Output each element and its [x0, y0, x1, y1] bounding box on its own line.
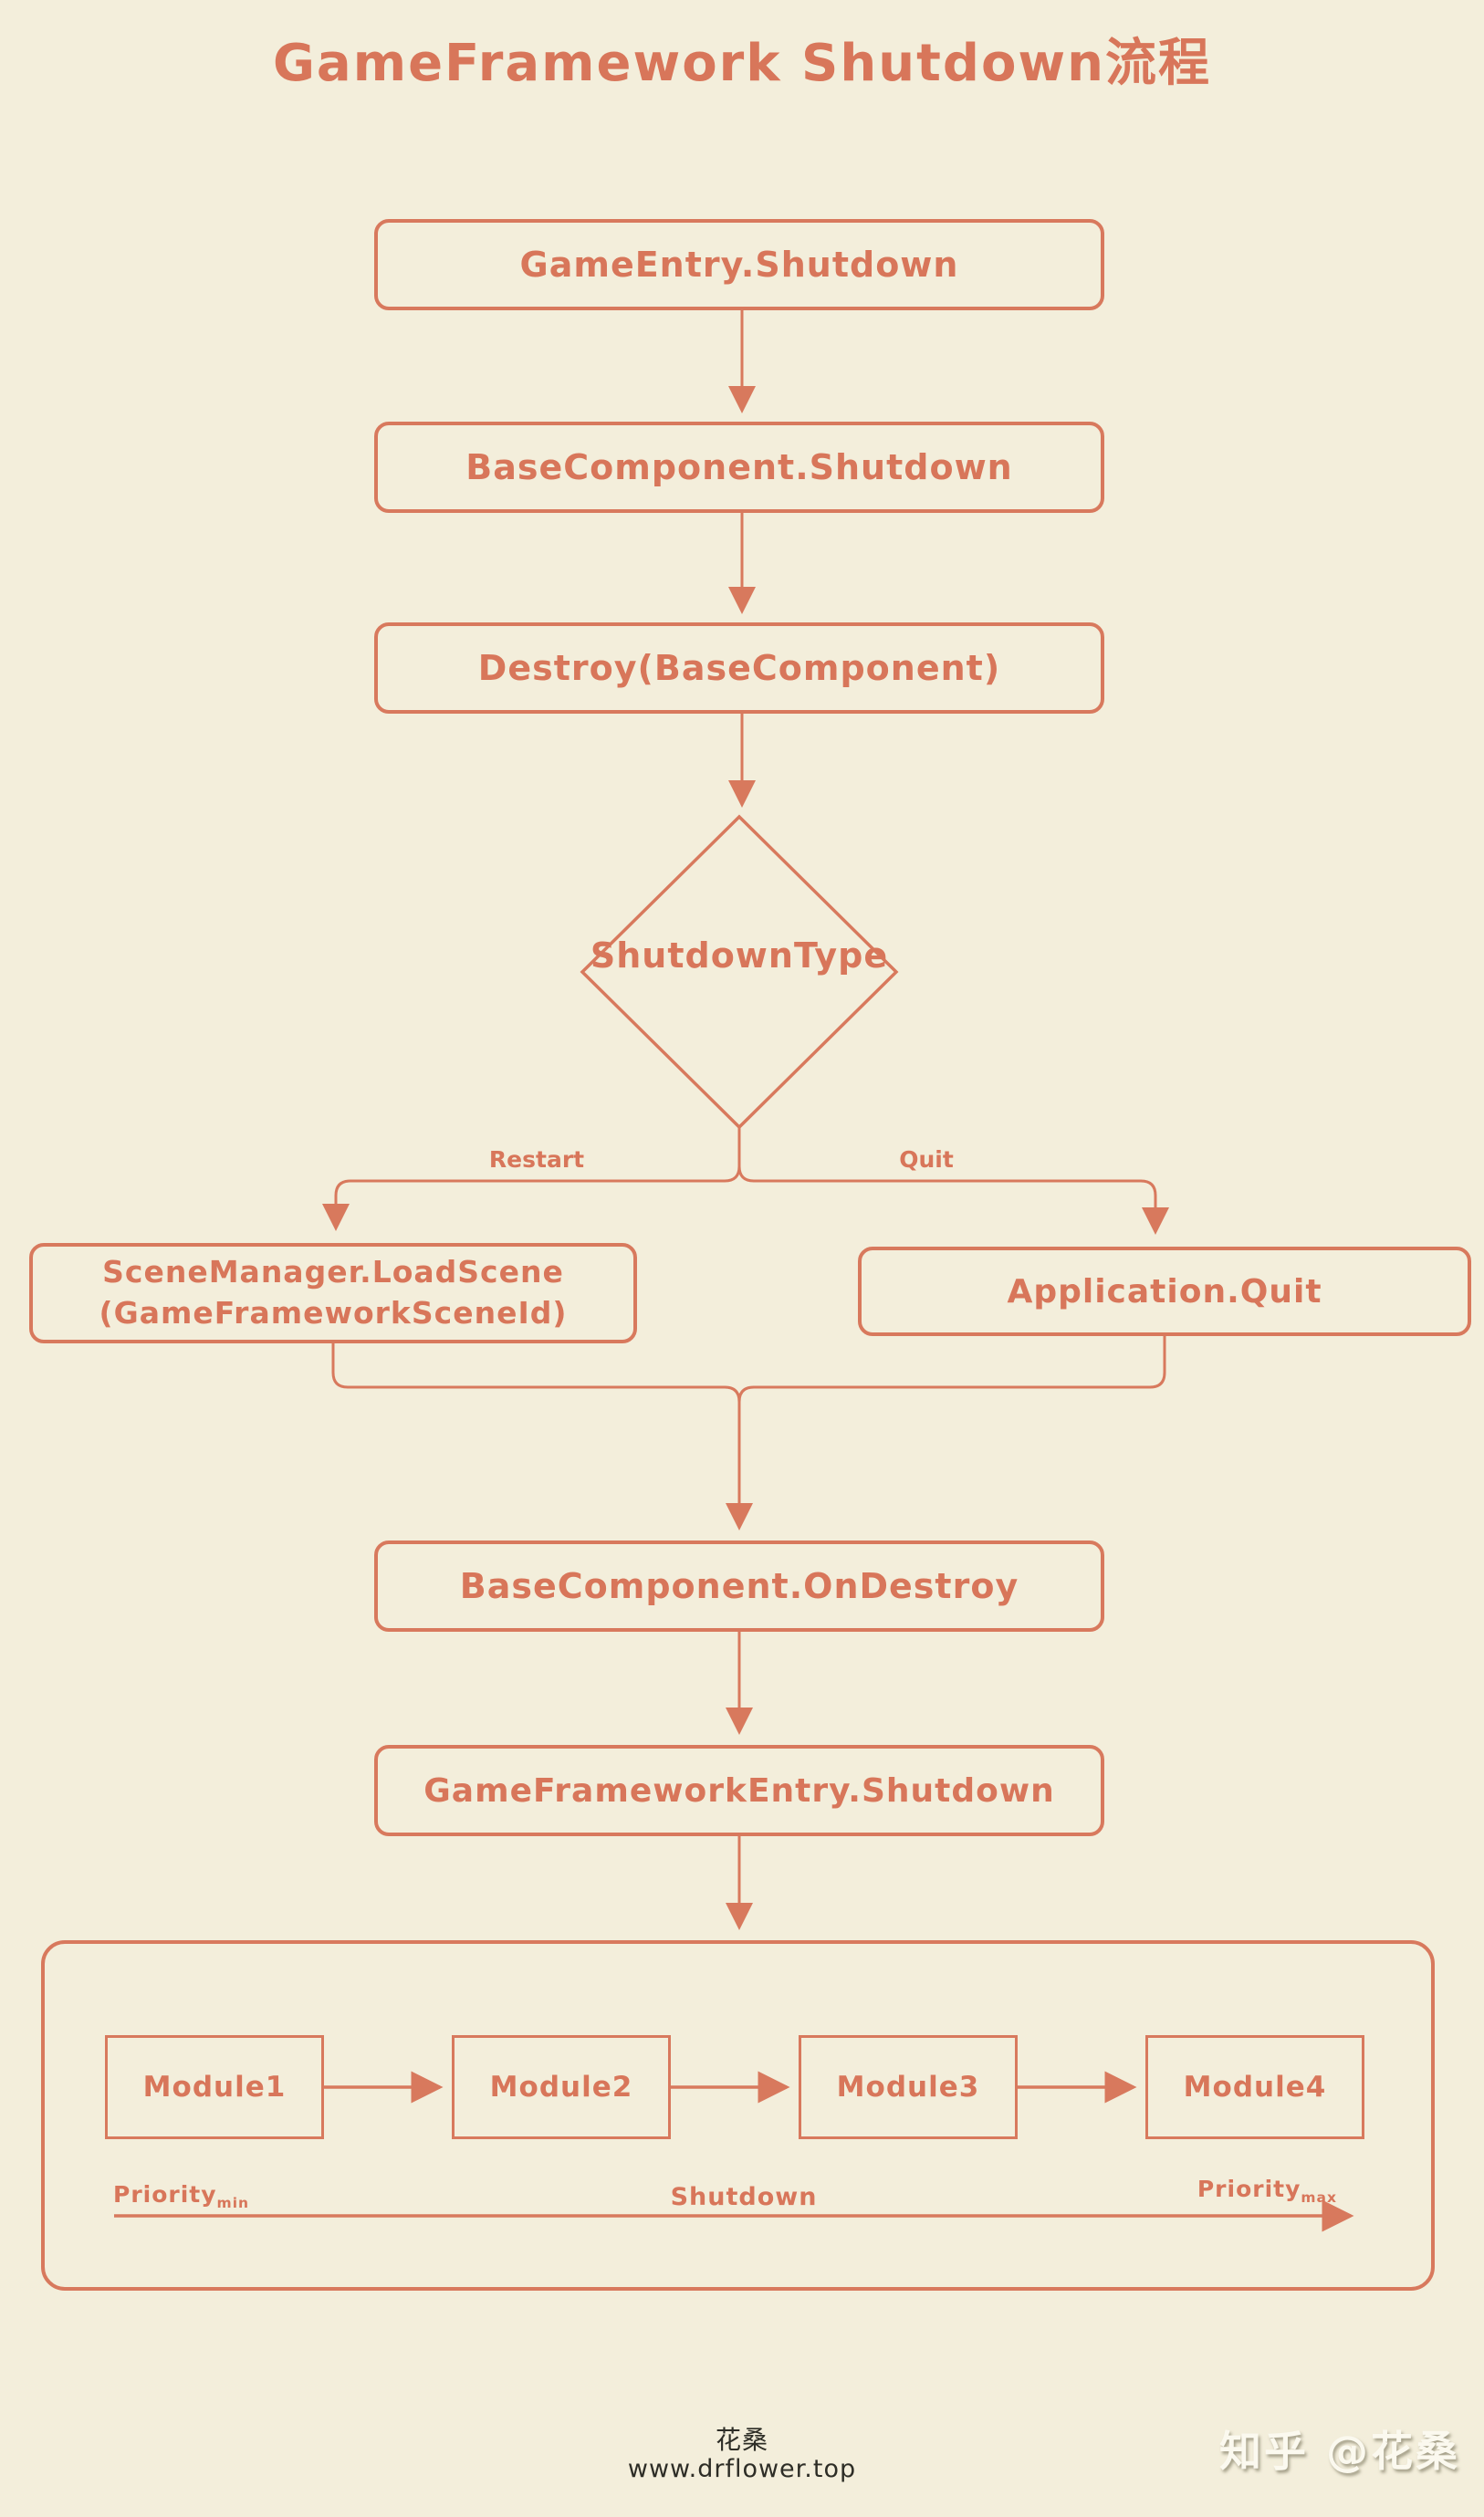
- node-destroy-base-component: Destroy(BaseComponent): [374, 622, 1104, 714]
- module-box-2: Module2: [452, 2035, 671, 2139]
- priority-min-text: Priority: [113, 2181, 217, 2208]
- node-application-quit: Application.Quit: [858, 1247, 1471, 1336]
- branch-quit: [737, 1165, 1169, 1235]
- priority-min-label: Prioritymin: [113, 2181, 249, 2211]
- page-title: GameFramework Shutdown流程: [272, 34, 1212, 93]
- node-game-framework-entry-shutdown: GameFrameworkEntry.Shutdown: [374, 1745, 1104, 1836]
- node-scene-manager-line2: (GameFrameworkSceneId): [99, 1295, 568, 1331]
- axis-shutdown-label: Shutdown: [670, 2183, 818, 2211]
- node-base-component-on-destroy: BaseComponent.OnDestroy: [374, 1540, 1104, 1632]
- branch-label-restart: Restart: [488, 1146, 585, 1173]
- node-game-entry-shutdown: GameEntry.Shutdown: [374, 219, 1104, 310]
- priority-min-sub: min: [216, 2195, 250, 2211]
- module-box-4: Module4: [1145, 2035, 1364, 2139]
- merge-from-quit: [737, 1336, 1166, 1403]
- merge-from-restart: [331, 1343, 741, 1403]
- module-box-1: Module1: [105, 2035, 324, 2139]
- branch-restart: [322, 1165, 741, 1231]
- footer-author: 花桑: [715, 2425, 768, 2455]
- priority-max-sub: max: [1301, 2189, 1337, 2206]
- zhihu-watermark: 知乎 @花桑: [1218, 2427, 1460, 2476]
- modules-container: [41, 1940, 1435, 2291]
- node-scene-manager-line1: SceneManager.LoadScene: [102, 1254, 564, 1290]
- priority-max-label: Prioritymax: [1159, 2176, 1337, 2206]
- priority-max-text: Priority: [1197, 2176, 1301, 2202]
- node-scene-manager-load-scene: SceneManager.LoadScene (GameFrameworkSce…: [29, 1243, 637, 1343]
- node-base-component-shutdown: BaseComponent.Shutdown: [374, 422, 1104, 513]
- decision-shutdown-type-label: ShutdownType: [590, 935, 889, 976]
- module-box-3: Module3: [799, 2035, 1018, 2139]
- branch-label-quit: Quit: [899, 1146, 954, 1173]
- footer-site: www.drflower.top: [627, 2455, 857, 2483]
